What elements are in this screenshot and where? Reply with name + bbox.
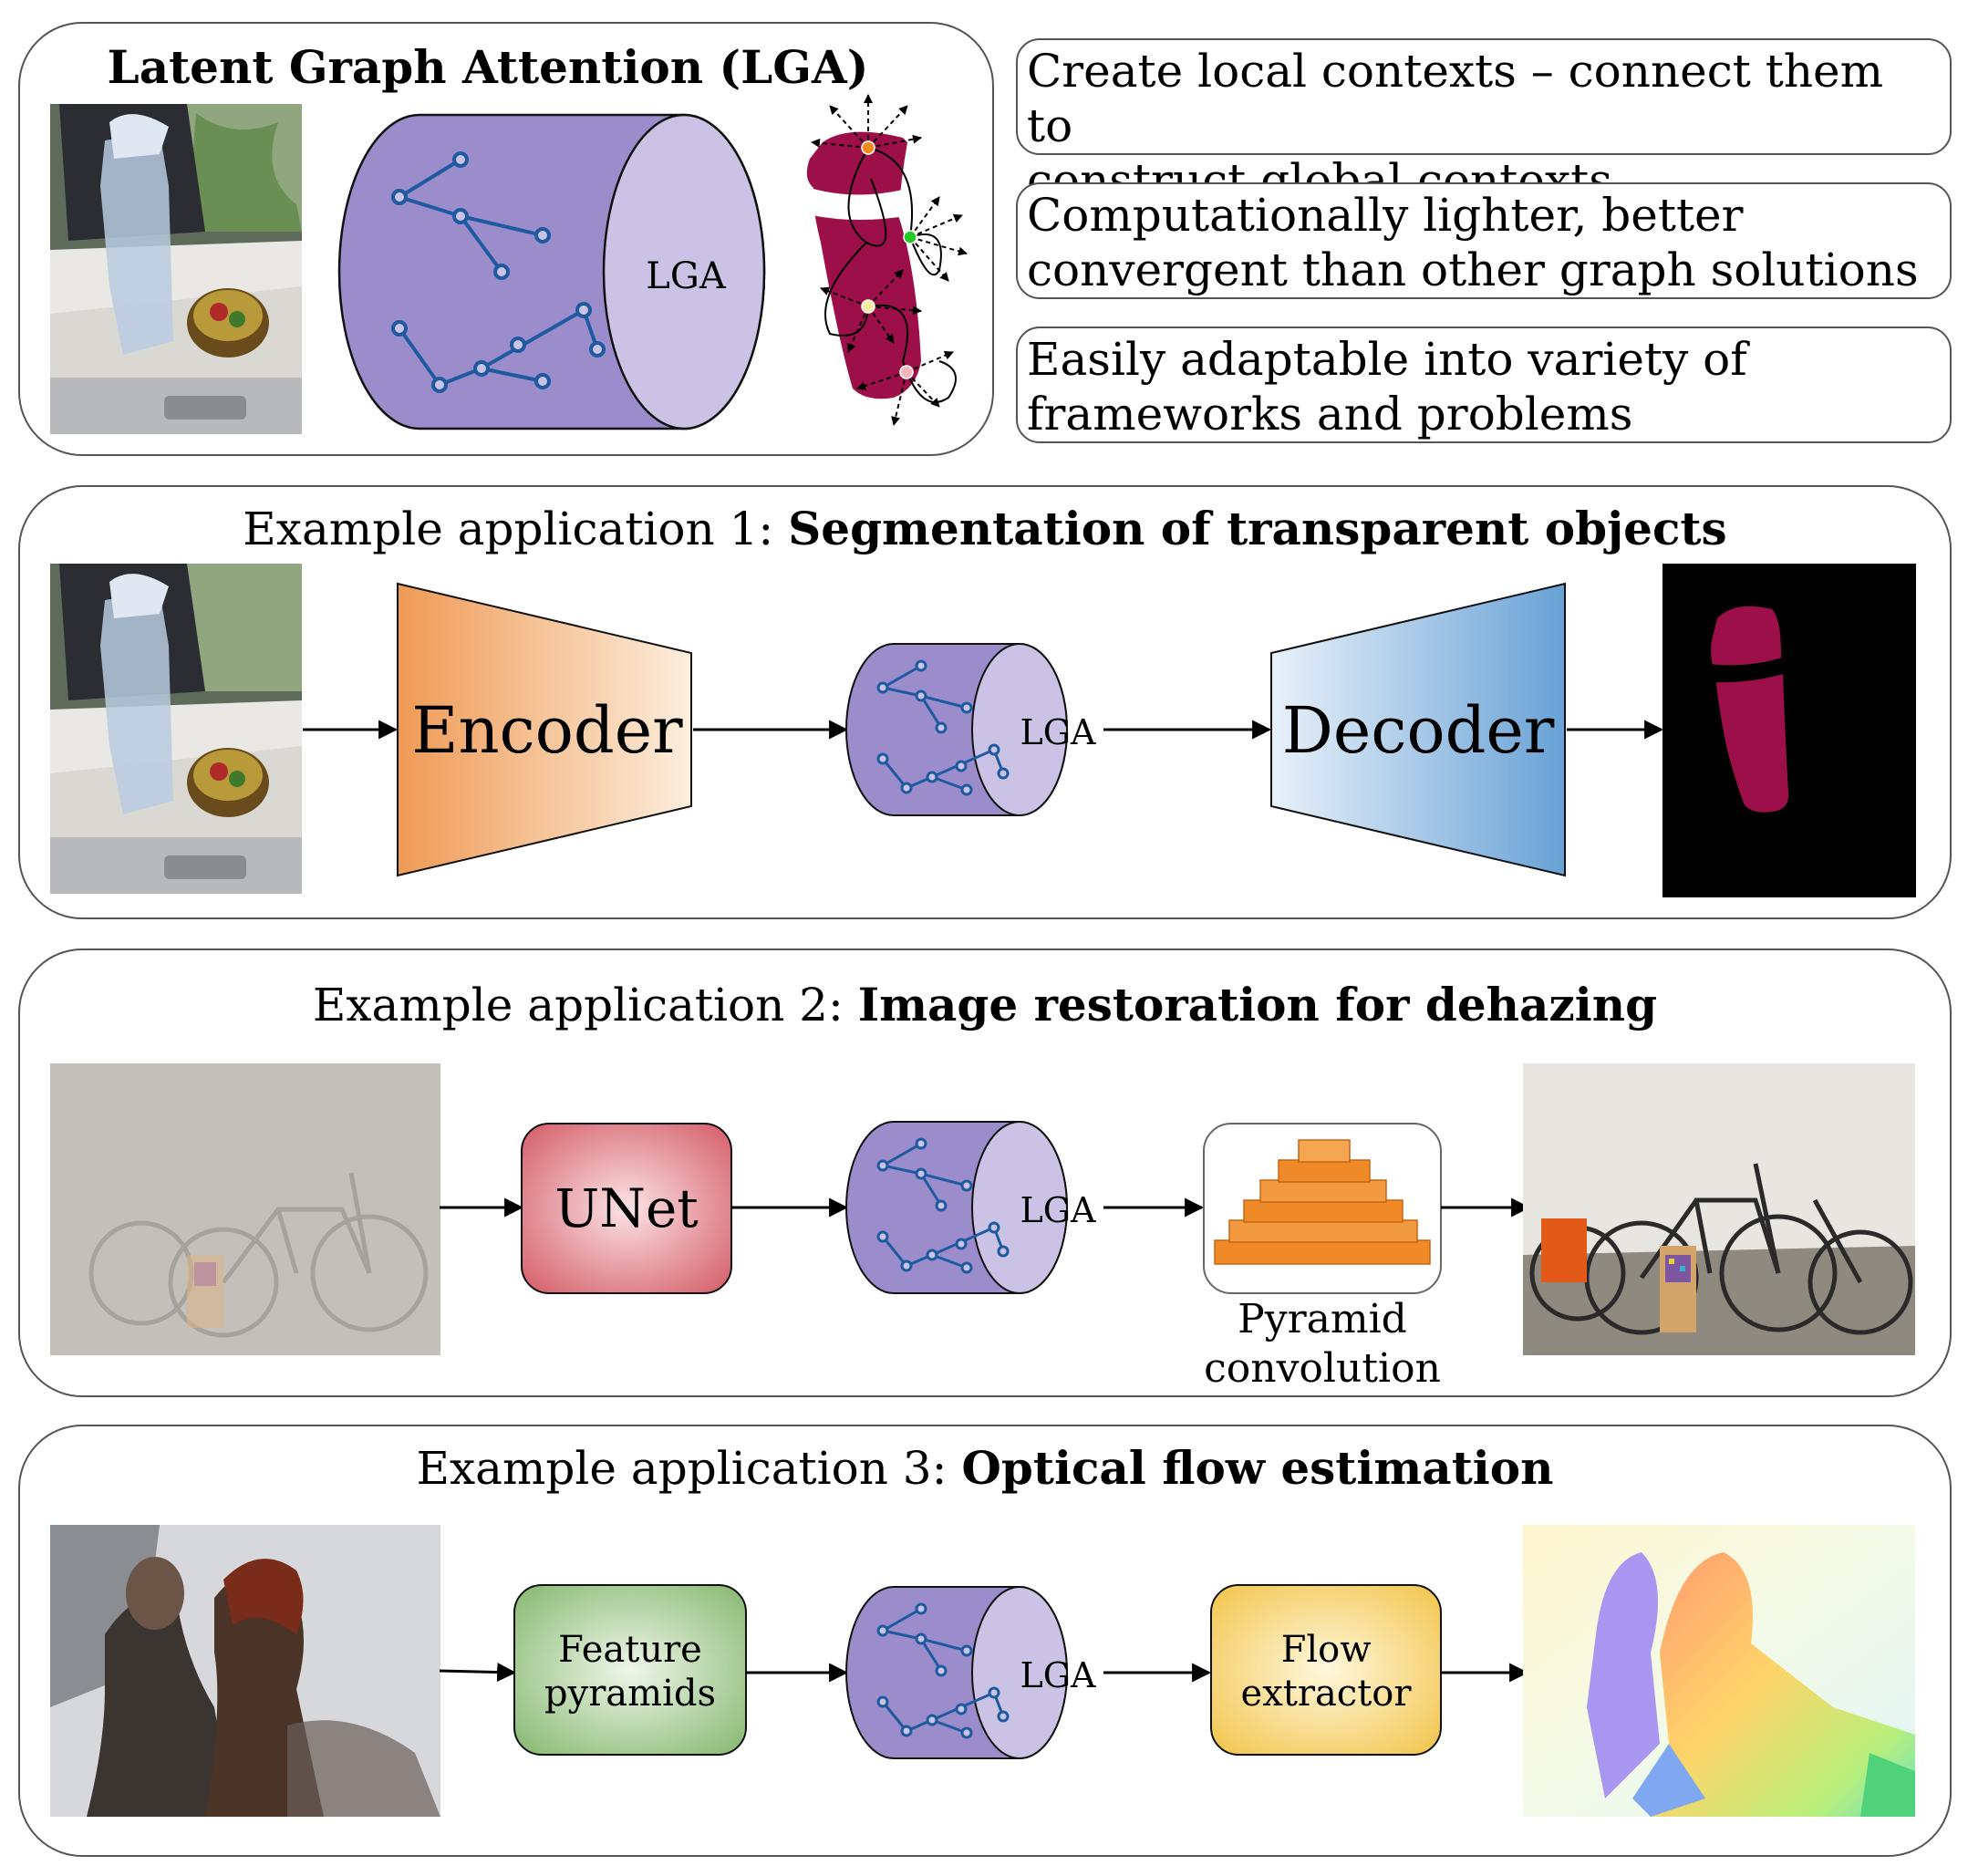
app3-diagram: Feature pyramids LGA Flow extractor xyxy=(439,1584,1529,1759)
app2-lga-cylinder: LGA xyxy=(845,1121,1096,1294)
svg-text:LGA: LGA xyxy=(1020,712,1096,752)
app1-title: Example application 1: Segmentation of t… xyxy=(243,502,1727,555)
app2-diagram: UNet LGA xyxy=(440,1121,1531,1294)
app2-clear-photo xyxy=(1523,1063,1915,1355)
flow-extractor-label-line2: extractor xyxy=(1241,1673,1413,1715)
svg-text:LGA: LGA xyxy=(1020,1655,1096,1695)
lga-title: Latent Graph Attention (LGA) xyxy=(107,40,869,94)
lga-cylinder-large: LGA xyxy=(337,113,766,430)
feature-pyramids-label-line1: Feature xyxy=(558,1629,702,1671)
svg-text:LGA: LGA xyxy=(1020,1190,1096,1230)
app3-title: Example application 3: Optical flow esti… xyxy=(416,1441,1554,1495)
app1-lga-cylinder: LGA xyxy=(845,643,1096,816)
app1-diagram: Encoder LGA Decoder xyxy=(303,582,1664,877)
app1-input-photo xyxy=(50,564,302,894)
pyramid-icon xyxy=(1214,1139,1431,1265)
encoder-label: Encoder xyxy=(411,693,683,768)
app3-input-frame xyxy=(50,1525,440,1817)
app2-title: Example application 2: Image restoration… xyxy=(312,978,1658,1031)
app3-lga-cylinder: LGA xyxy=(845,1586,1096,1759)
unet-label: UNet xyxy=(554,1177,698,1239)
app3-flow-output xyxy=(1523,1525,1915,1817)
attention-mask-graphic xyxy=(806,94,968,426)
feature-pyramids-label-line2: pyramids xyxy=(544,1673,716,1715)
app2-hazy-photo xyxy=(50,1063,440,1355)
bottle-photo xyxy=(50,104,302,434)
app1-output-mask xyxy=(1662,564,1916,897)
lga-cylinder-label: LGA xyxy=(646,255,727,297)
flow-extractor-label-line1: Flow xyxy=(1281,1629,1372,1671)
decoder-label: Decoder xyxy=(1282,693,1555,768)
